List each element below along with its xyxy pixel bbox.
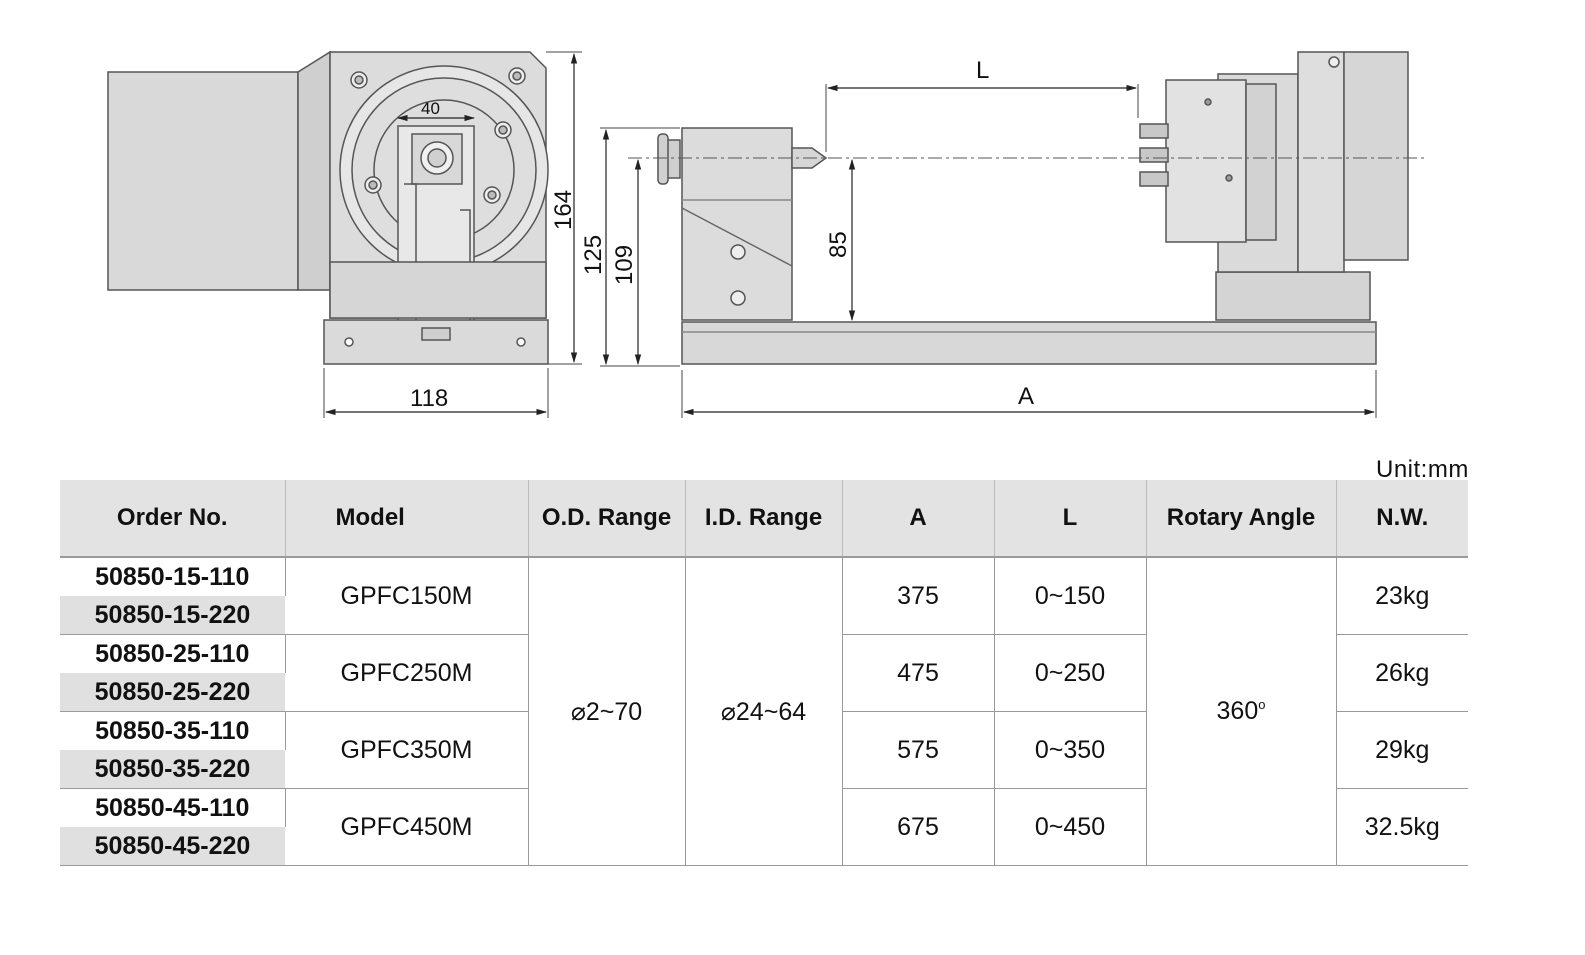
header-l: L bbox=[994, 480, 1147, 558]
rotary-angle-cell: 360o bbox=[1146, 557, 1337, 866]
a-cell: 375 bbox=[842, 557, 995, 635]
table-row: 50850-35-220 bbox=[60, 750, 1468, 789]
unit-label: Unit:mm bbox=[1376, 456, 1469, 483]
od-range-cell: ⌀2~70 bbox=[528, 557, 686, 866]
l-cell: 0~250 bbox=[994, 634, 1147, 712]
order-no-cell: 50850-25-110 bbox=[60, 634, 286, 673]
model-cell: GPFC250M bbox=[285, 634, 529, 712]
base-plate bbox=[323, 319, 549, 365]
dim-125-label: 125 bbox=[580, 235, 607, 275]
table-row: 50850-15-110 GPFC150M ⌀2~70 ⌀24~64 375 0… bbox=[60, 557, 1468, 866]
model-cell: GPFC350M bbox=[285, 711, 529, 789]
dim-164-label: 164 bbox=[550, 190, 577, 230]
table-header-row: Order No. Model O.D. Range I.D. Range A … bbox=[60, 480, 1468, 558]
technical-drawing: 40 164 118 125 109 bbox=[107, 50, 1424, 418]
table-row: 50850-45-110 GPFC450M 675 0~450 32.5kg bbox=[60, 788, 1468, 866]
dim-85-label: 85 bbox=[825, 231, 852, 258]
motor-rear bbox=[1343, 51, 1409, 261]
table-row: 50850-35-110 GPFC350M 575 0~350 29kg bbox=[60, 711, 1468, 789]
id-range-cell: ⌀24~64 bbox=[685, 557, 843, 866]
order-no-cell: 50850-25-220 bbox=[60, 673, 285, 712]
table-row: 50850-15-220 bbox=[60, 596, 1468, 635]
a-cell: 575 bbox=[842, 711, 995, 789]
a-cell: 675 bbox=[842, 788, 995, 866]
a-cell: 475 bbox=[842, 634, 995, 712]
model-cell: GPFC450M bbox=[285, 788, 529, 866]
header-model: Model bbox=[285, 480, 529, 558]
header-id-range: I.D. Range bbox=[685, 480, 843, 558]
spec-table: Order No. Model O.D. Range I.D. Range A … bbox=[60, 480, 1468, 866]
nw-cell: 23kg bbox=[1336, 557, 1468, 635]
side-view bbox=[107, 50, 549, 365]
nw-cell: 32.5kg bbox=[1336, 788, 1468, 866]
order-no-cell: 50850-15-220 bbox=[60, 596, 285, 635]
order-no-cell: 50850-45-110 bbox=[60, 788, 286, 827]
header-od-range: O.D. Range bbox=[528, 480, 686, 558]
header-a: A bbox=[842, 480, 995, 558]
motor-body bbox=[107, 71, 299, 291]
base-rail bbox=[681, 321, 1377, 365]
order-no-cell: 50850-15-110 bbox=[60, 557, 286, 596]
table-row: 50850-25-110 GPFC250M 475 0~250 26kg bbox=[60, 634, 1468, 712]
header-nw: N.W. bbox=[1336, 480, 1468, 558]
l-cell: 0~150 bbox=[994, 557, 1147, 635]
table-row: 50850-25-220 bbox=[60, 673, 1468, 712]
front-view bbox=[657, 51, 1409, 365]
dim-40-label: 40 bbox=[421, 99, 440, 118]
table-row: 50850-45-220 bbox=[60, 827, 1468, 866]
order-no-cell: 50850-45-220 bbox=[60, 827, 285, 866]
rotary-angle-value: 360 bbox=[1216, 697, 1259, 725]
dim-L-label: L bbox=[976, 57, 989, 84]
tailstock bbox=[681, 127, 793, 321]
l-cell: 0~450 bbox=[994, 788, 1147, 866]
header-order-no: Order No. bbox=[60, 480, 286, 558]
dim-109-label: 109 bbox=[611, 245, 638, 285]
order-no-cell: 50850-35-110 bbox=[60, 711, 286, 750]
header-rotary-angle: Rotary Angle bbox=[1146, 480, 1337, 558]
dim-118-label: 118 bbox=[410, 385, 448, 412]
dim-A-label: A bbox=[1018, 383, 1034, 410]
nw-cell: 26kg bbox=[1336, 634, 1468, 712]
l-cell: 0~350 bbox=[994, 711, 1147, 789]
degree-symbol: o bbox=[1258, 697, 1266, 712]
nw-cell: 29kg bbox=[1336, 711, 1468, 789]
order-no-cell: 50850-35-220 bbox=[60, 750, 285, 789]
model-cell: GPFC150M bbox=[285, 557, 529, 635]
